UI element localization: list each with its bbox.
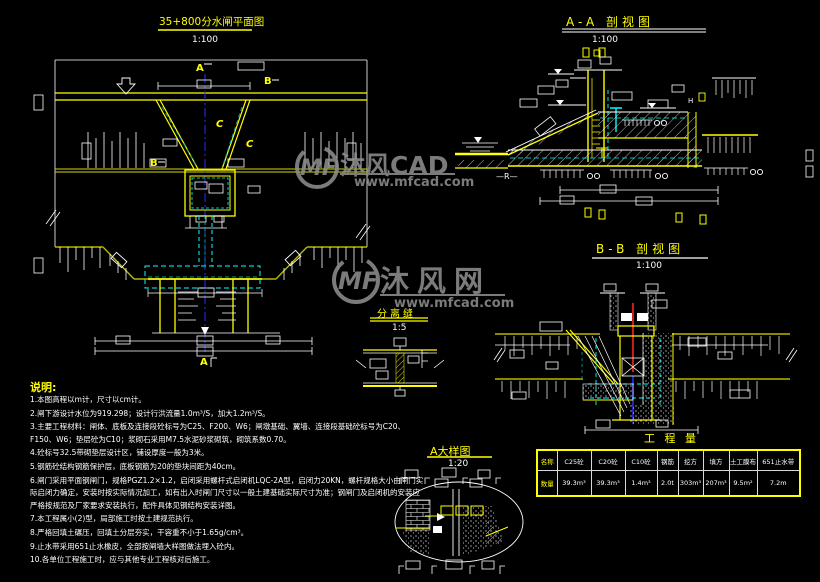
qt-val-name: 数量 bbox=[536, 470, 558, 497]
detail-a-linework bbox=[394, 456, 524, 574]
notes-heading: 说明: bbox=[30, 381, 57, 394]
section-label-b-right: B bbox=[264, 76, 272, 87]
qt-val-waterstop: 7.2m bbox=[756, 470, 801, 497]
mf-logo-icon: MF bbox=[295, 145, 339, 189]
note-item: 5.钢筋砼结构钢筋保护层，底板钢筋为20的垫块间距为40cm。 bbox=[30, 461, 241, 471]
plan-linework bbox=[33, 29, 371, 367]
section-aa-linework bbox=[455, 28, 814, 225]
note-item: 4.砼标号32.5带砌垫层设计区，铺设厚度一般为3米。 bbox=[30, 448, 209, 458]
svg-text:MF: MF bbox=[300, 156, 337, 181]
notes-block: 1.本图高程以m计，尺寸以cm计。 2.闸下游设计水位为919.298；设计行洪… bbox=[30, 394, 426, 568]
quantity-table: 名称 C25砼 C20砼 C10砼 钢筋 挖方 填方 土工膜布 651止水带 数… bbox=[536, 449, 801, 497]
qt-val-c20: 39.3m³ bbox=[590, 470, 626, 497]
qt-col-c10: C10砼 bbox=[624, 449, 658, 471]
watermark-name: 沐风CAD bbox=[340, 151, 449, 180]
section-bb-scale: 1:100 bbox=[636, 261, 662, 271]
section-label-a-bottom: A bbox=[200, 357, 208, 368]
plan-scale: 1:100 bbox=[192, 35, 218, 45]
qt-col-fill: 填方 bbox=[702, 449, 730, 471]
section-bb-title: B-B 剖视图 bbox=[596, 242, 685, 256]
svg-text:MF: MF bbox=[338, 267, 379, 295]
qt-val-c10: 1.4m³ bbox=[624, 470, 658, 497]
qt-val-c25: 39.3m³ bbox=[556, 470, 592, 497]
qt-col-excavation: 挖方 bbox=[677, 449, 704, 471]
qt-val-rebar: 2.0t bbox=[656, 470, 679, 497]
qt-col-waterstop: 651止水带 bbox=[756, 449, 801, 471]
watermark-rule bbox=[340, 173, 455, 175]
detail-a-scale: 1:20 bbox=[448, 459, 469, 469]
section-aa-level-mark: —R— bbox=[496, 172, 518, 181]
note-item: 6.闸门采用平面钢闸门，规格PGZ1.2×1.2，启闭采用螺杆式启闭机LQC-2… bbox=[30, 475, 424, 510]
watermark-mfcad: MF 沐风CAD www.mfcad.com bbox=[292, 140, 474, 196]
section-label-a-top: A bbox=[196, 63, 204, 74]
qt-val-excavation: 303m³ bbox=[677, 470, 704, 497]
section-label-c-upper: C bbox=[216, 119, 224, 130]
watermark-rule bbox=[380, 294, 505, 296]
joint-detail-title: 分离缝 bbox=[377, 309, 416, 320]
qt-col-rebar: 钢筋 bbox=[656, 449, 679, 471]
qt-col-c20: C20砼 bbox=[590, 449, 626, 471]
section-aa-h-mark: H bbox=[688, 97, 694, 105]
qt-col-geomembrane: 土工膜布 bbox=[728, 449, 758, 471]
note-item: 2.闸下游设计水位为919.298；设计行洪流量1.0m³/S，加大1.2m³/… bbox=[30, 408, 270, 418]
note-item: 3.主要工程材料：闸体、底板及连接段砼标号为C25、F200、W6；闸墩基础、翼… bbox=[30, 422, 406, 444]
joint-detail-scale: 1:5 bbox=[392, 323, 407, 333]
note-item: 9.止水带采用651止水橡皮，全部按闸墙大样图做法埋入砼内。 bbox=[30, 541, 239, 551]
quantity-table-title: 工 程 量 bbox=[644, 432, 699, 445]
section-bb-linework bbox=[493, 257, 798, 434]
detail-a-title: A大样图 bbox=[430, 445, 471, 458]
section-aa-scale: 1:100 bbox=[592, 35, 618, 45]
qt-col-name: 名称 bbox=[536, 449, 558, 471]
section-label-c-lower: C bbox=[246, 139, 254, 150]
quantity-table-value-row: 数量 39.3m³ 39.3m³ 1.4m³ 2.0t 303m³ 207m³ … bbox=[536, 470, 801, 497]
watermark-url: www.mfcad.com bbox=[354, 175, 475, 190]
note-item: 1.本图高程以m计，尺寸以cm计。 bbox=[30, 395, 146, 404]
joint-detail-linework bbox=[355, 317, 445, 397]
qt-val-fill: 207m³ bbox=[702, 470, 730, 497]
note-item: 7.本工程属小(2)型，局部施工时按土建规范执行。 bbox=[30, 514, 198, 524]
mf-logo-icon: MF bbox=[332, 256, 380, 304]
note-item: 10.各单位工程施工时，应与其他专业工程核对后施工。 bbox=[30, 555, 215, 565]
note-item: 8.严格回填土碾压，回填土分层夯实，干容重不小于1.65g/cm³。 bbox=[30, 527, 249, 537]
qt-val-geomembrane: 9.5m² bbox=[728, 470, 758, 497]
watermark-mfwang: MF 沐风网 www.mfcad.com bbox=[330, 250, 514, 311]
watermark-name: 沐风网 bbox=[380, 264, 492, 298]
section-aa-title: A-A 剖视图 bbox=[566, 15, 655, 29]
plan-title: 35+800分水闸平面图 bbox=[159, 16, 265, 28]
quantity-table-header-row: 名称 C25砼 C20砼 C10砼 钢筋 挖方 填方 土工膜布 651止水带 bbox=[536, 449, 801, 471]
watermark-url: www.mfcad.com bbox=[394, 296, 515, 311]
qt-col-c25: C25砼 bbox=[556, 449, 592, 471]
section-label-b-left: B bbox=[150, 158, 158, 169]
